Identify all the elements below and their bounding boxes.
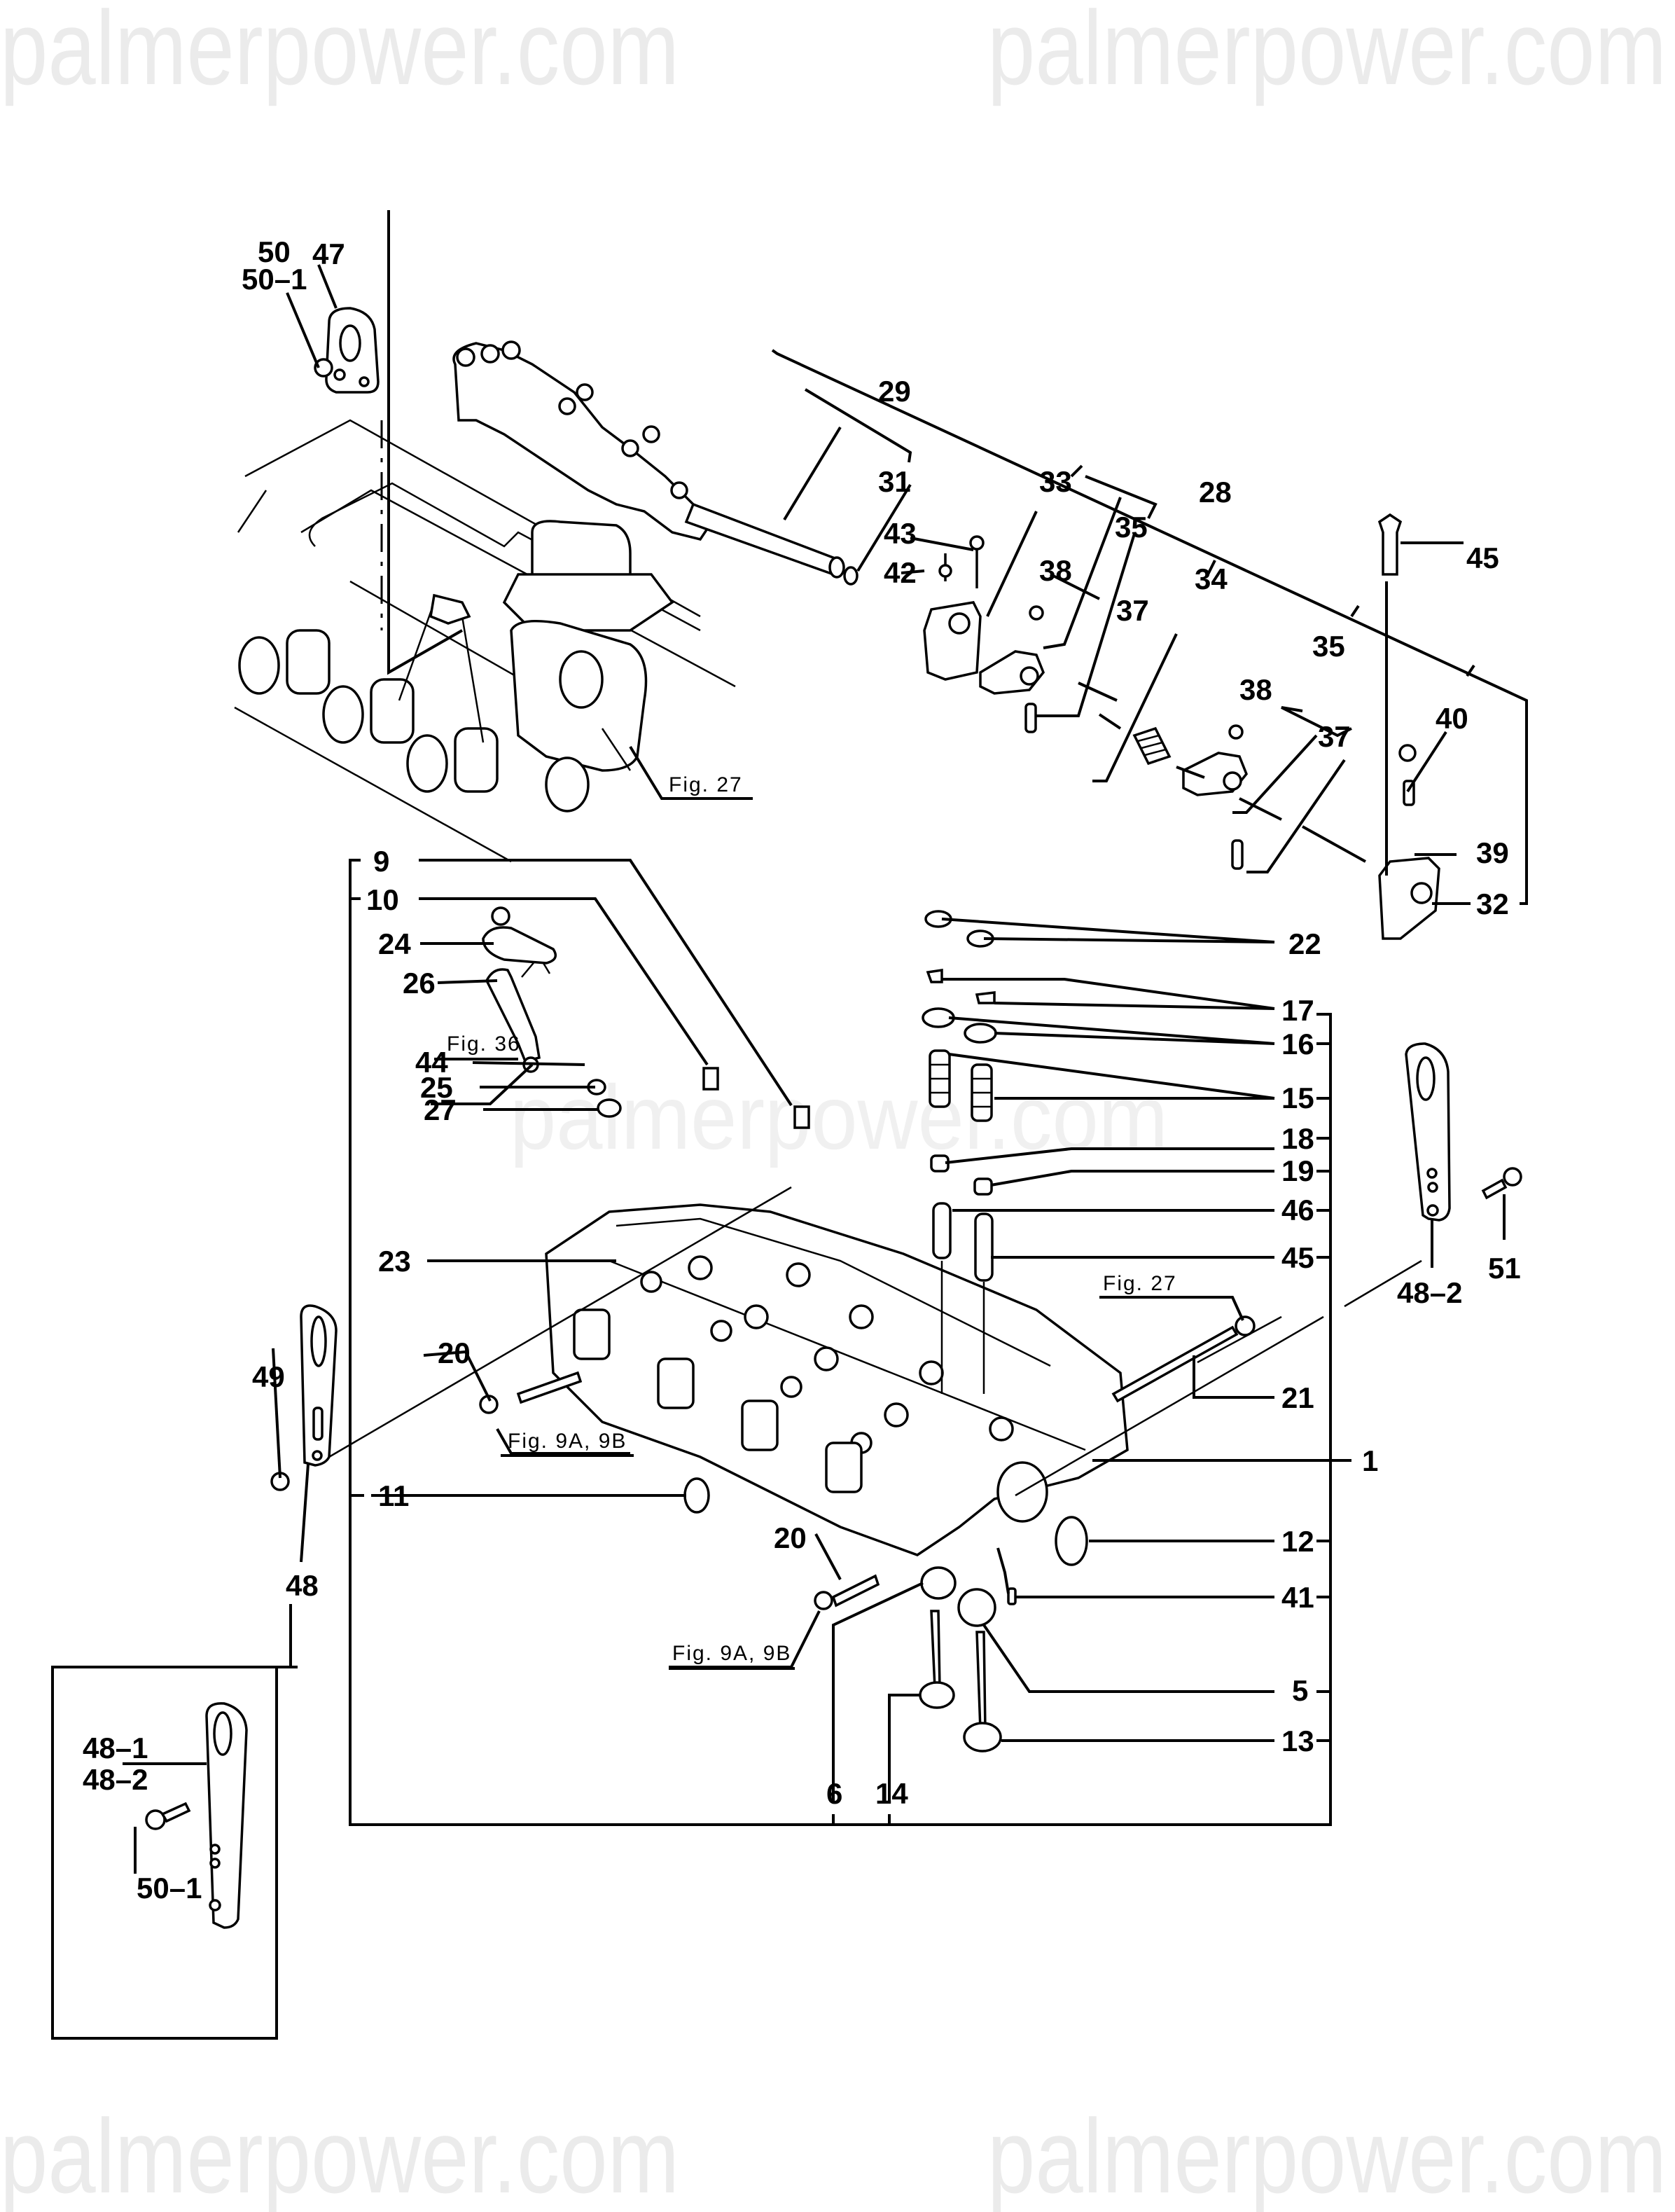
callout-16: 16	[1281, 1028, 1314, 1060]
callout-35b: 35	[1312, 630, 1345, 663]
callout-19: 19	[1281, 1154, 1314, 1187]
watermark-top-left: palmerpower.com	[0, 0, 679, 106]
callout-21: 21	[1281, 1381, 1314, 1414]
callout-34: 34	[1195, 562, 1228, 595]
bracket-48-left	[270, 1304, 338, 1491]
rocker-subparts	[923, 513, 1440, 940]
callout-38a: 38	[1039, 554, 1072, 587]
watermark-top-right: palmerpower.com	[987, 0, 1667, 106]
callout-14: 14	[875, 1777, 908, 1810]
callout-5: 5	[1292, 1674, 1308, 1707]
callout-35a: 35	[1115, 511, 1148, 544]
bracket-48-2-right	[1405, 1042, 1522, 1222]
callout-31: 31	[878, 465, 911, 498]
callout-48-2: 48–2	[1397, 1276, 1462, 1309]
engine-context-drawing	[234, 210, 736, 863]
bolt-50	[314, 358, 333, 378]
callout-42: 42	[884, 556, 917, 589]
injector-assembly	[482, 906, 810, 1129]
callout-24: 24	[378, 927, 411, 960]
fig-ref-underlines	[501, 1296, 1232, 1670]
nut-38b	[1228, 724, 1244, 740]
callout-32: 32	[1476, 887, 1509, 920]
valve-components	[479, 910, 1256, 1753]
callout-18: 18	[1281, 1122, 1314, 1155]
callout-6: 6	[826, 1777, 842, 1810]
callout-9: 9	[373, 845, 389, 878]
nut-38a	[1029, 605, 1044, 621]
callout-17: 17	[1281, 994, 1314, 1027]
watermark-bottom-left: palmerpower.com	[0, 2097, 679, 2212]
callout-29: 29	[878, 375, 911, 408]
fig-ref-27-mid: Fig. 27	[1103, 1272, 1177, 1295]
fig-ref-9-bottom: Fig. 9A, 9B	[672, 1642, 791, 1665]
callout-37b: 37	[1318, 720, 1351, 753]
inset-callout-48-2: 48–2	[83, 1763, 148, 1796]
callout-46: 46	[1281, 1194, 1314, 1226]
inset-callout-48-1: 48–1	[83, 1731, 148, 1764]
cylinder-head	[545, 1203, 1129, 1556]
callout-45a: 45	[1466, 541, 1499, 574]
part-31-plug	[843, 566, 859, 586]
callout-13: 13	[1281, 1724, 1314, 1757]
rocker-arm-assembly	[452, 340, 859, 586]
fig-ref-9-left: Fig. 9A, 9B	[508, 1430, 627, 1453]
inset-detail-48	[123, 1702, 248, 1929]
callout-44: 44	[415, 1046, 448, 1079]
callout-49: 49	[252, 1360, 285, 1393]
callout-25: 25	[420, 1071, 453, 1104]
callout-45b: 45	[1281, 1241, 1314, 1274]
callout-47: 47	[312, 237, 345, 270]
callout-48: 48	[286, 1569, 319, 1602]
callout-15: 15	[1281, 1081, 1314, 1114]
callout-11: 11	[378, 1479, 409, 1512]
callout-20b: 20	[774, 1521, 807, 1554]
callout-40: 40	[1436, 702, 1468, 735]
callout-1: 1	[1362, 1444, 1378, 1477]
callout-39: 39	[1476, 836, 1509, 869]
callout-50: 50	[258, 235, 291, 268]
bolt-51	[1503, 1167, 1522, 1187]
callout-28: 28	[1199, 476, 1232, 509]
lifting-bracket-47	[314, 307, 380, 394]
callout-38b: 38	[1239, 673, 1272, 706]
callout-33: 33	[1039, 465, 1072, 498]
callout-51: 51	[1488, 1252, 1521, 1285]
callout-41: 41	[1281, 1581, 1314, 1614]
inset-callout-50-1: 50–1	[137, 1872, 202, 1905]
fig-ref-36: Fig. 36	[447, 1032, 521, 1056]
leader-lines	[51, 264, 1528, 2040]
callout-22: 22	[1288, 927, 1321, 960]
callout-10: 10	[366, 883, 399, 916]
watermark-bottom-right: palmerpower.com	[987, 2097, 1667, 2212]
fig-ref-27-top: Fig. 27	[669, 773, 743, 796]
callout-labels: 50 47 50–1 29 31 33 35 28 43 42 38 37 34…	[83, 235, 1521, 1905]
callout-12: 12	[1281, 1525, 1314, 1558]
callout-43: 43	[884, 517, 917, 550]
callout-26: 26	[403, 967, 436, 1000]
callout-37a: 37	[1116, 594, 1149, 627]
callout-27: 27	[424, 1093, 457, 1126]
callout-23: 23	[378, 1245, 411, 1278]
callout-20a: 20	[438, 1336, 471, 1369]
callout-50-1: 50–1	[242, 263, 307, 296]
